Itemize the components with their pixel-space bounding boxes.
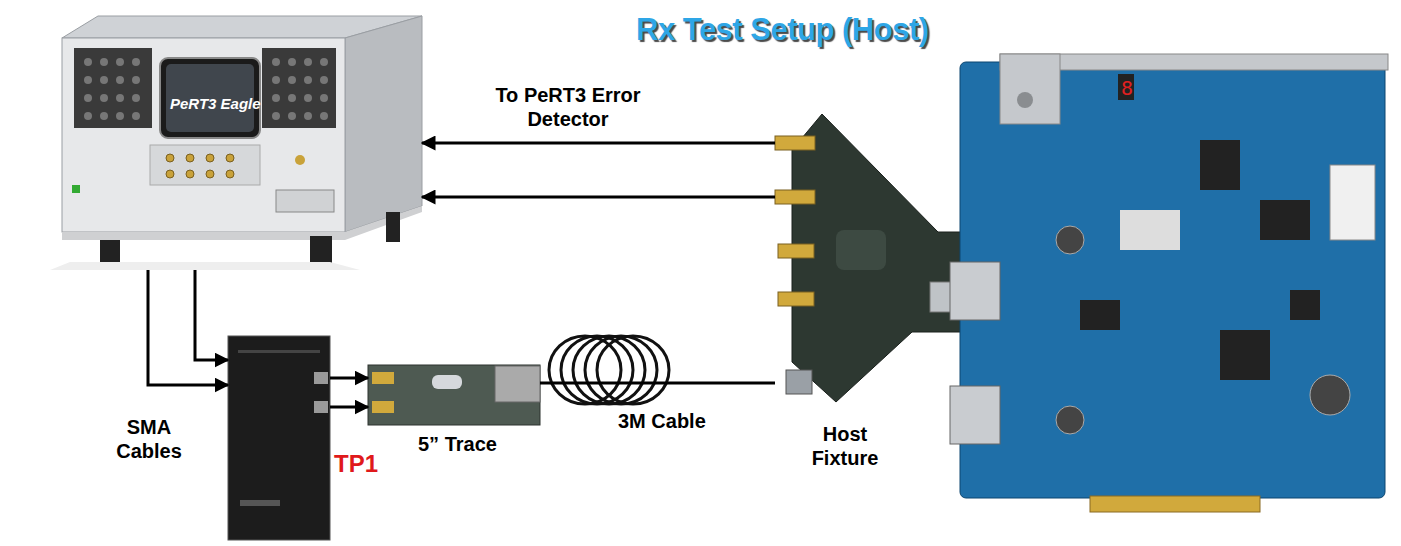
- connector-arrow: [540, 382, 775, 385]
- connector-label: To PeRT3 Error Detector: [478, 83, 658, 131]
- connector-arrow: [422, 142, 775, 145]
- host-fixture: Host Fixture: [775, 110, 966, 402]
- trace-board: 5” Trace: [368, 365, 540, 425]
- node-label: 5” Trace: [418, 433, 497, 456]
- trace-board-illustration: [368, 365, 540, 425]
- node-label: Host Fixture: [795, 422, 895, 470]
- node-label: TP1: [334, 450, 378, 478]
- svg-text:8: 8: [1121, 76, 1133, 100]
- emphasis-box-illustration: [228, 336, 330, 540]
- connector-label: 3M Cable: [618, 410, 706, 433]
- connector-label: SMA Cables: [104, 415, 194, 463]
- instrument-illustration: [50, 16, 422, 270]
- pcie-card-illustration: 8: [950, 54, 1388, 512]
- connector-arrow: [195, 270, 228, 360]
- connector-arrow: [422, 196, 775, 199]
- cable-coil: [549, 336, 669, 404]
- node-label: PeRT3 Eagle: [170, 95, 261, 112]
- connector-arrow: [330, 406, 368, 409]
- connector-arrow: [330, 377, 368, 380]
- connector-arrow: [148, 270, 228, 385]
- instrument: PeRT3 Eagle: [60, 15, 422, 270]
- emphasis-box: TP1: [228, 336, 330, 540]
- diagram-title: Rx Test Setup (Host): [636, 12, 929, 48]
